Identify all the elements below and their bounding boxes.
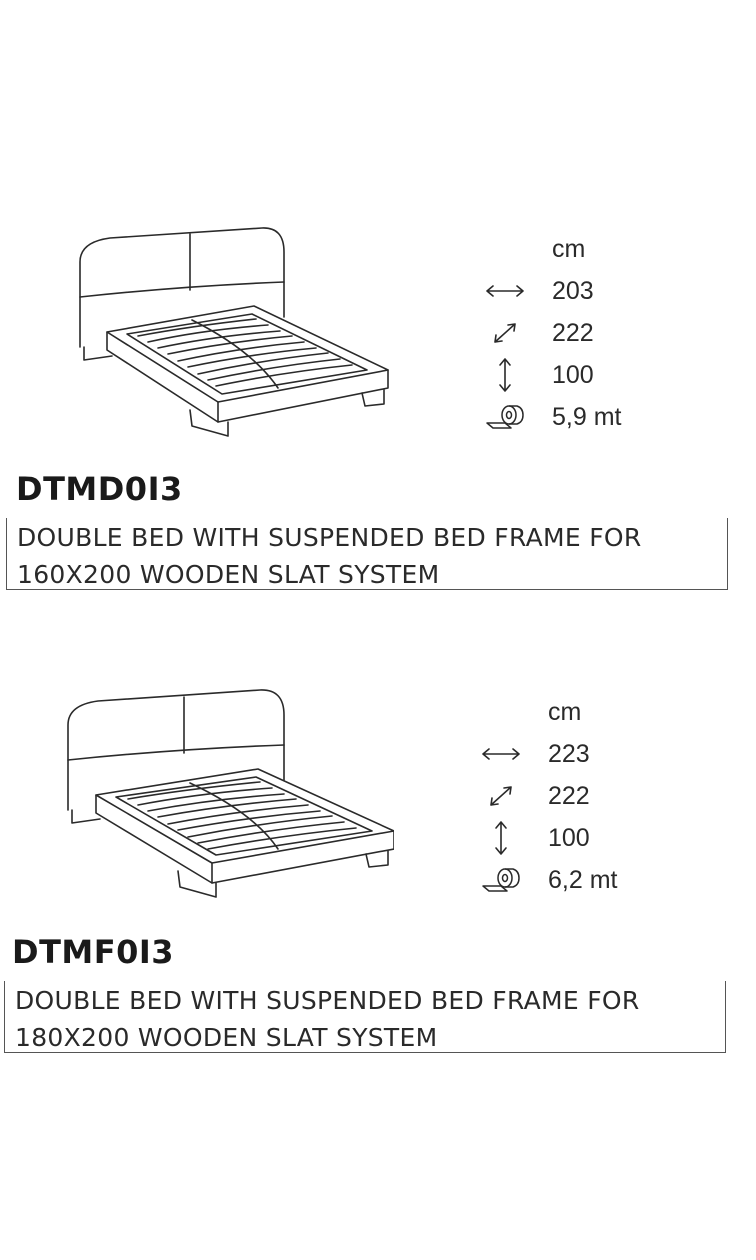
fabric-value: 6,2 mt bbox=[548, 865, 618, 894]
fabric-roll-icon bbox=[476, 864, 526, 896]
bed-illustration bbox=[67, 689, 394, 898]
dimension-depth: 222 bbox=[476, 775, 676, 817]
unit-label: cm bbox=[552, 234, 586, 263]
dimension-height: 100 bbox=[480, 354, 680, 396]
fabric-roll-icon bbox=[480, 401, 530, 433]
dimensions-list: cm 203 222 100 5,9 mt bbox=[480, 228, 680, 438]
depth-value: 222 bbox=[552, 318, 594, 347]
vertical-arrow-icon bbox=[476, 821, 526, 855]
diagonal-arrow-icon bbox=[476, 780, 526, 812]
dimension-height: 100 bbox=[476, 817, 676, 859]
width-value: 223 bbox=[548, 739, 590, 768]
height-value: 100 bbox=[548, 823, 590, 852]
diagonal-arrow-icon bbox=[480, 317, 530, 349]
product-description: DOUBLE BED WITH SUSPENDED BED FRAME FOR … bbox=[17, 523, 642, 589]
dimension-fabric: 6,2 mt bbox=[476, 859, 676, 901]
horizontal-arrow-icon bbox=[480, 275, 530, 307]
product-description: DOUBLE BED WITH SUSPENDED BED FRAME FOR … bbox=[15, 986, 640, 1052]
width-value: 203 bbox=[552, 276, 594, 305]
product-code: DTMD0I3 bbox=[16, 470, 183, 508]
depth-value: 222 bbox=[548, 781, 590, 810]
dimension-width: 203 bbox=[480, 270, 680, 312]
bed-illustration bbox=[79, 227, 389, 437]
horizontal-arrow-icon bbox=[476, 738, 526, 770]
dimension-depth: 222 bbox=[480, 312, 680, 354]
dimension-unit: cm bbox=[480, 228, 680, 270]
description-box: DOUBLE BED WITH SUSPENDED BED FRAME FOR … bbox=[6, 518, 728, 590]
vertical-arrow-icon bbox=[480, 358, 530, 392]
description-box: DOUBLE BED WITH SUSPENDED BED FRAME FOR … bbox=[4, 981, 726, 1053]
dimension-width: 223 bbox=[476, 733, 676, 775]
height-value: 100 bbox=[552, 360, 594, 389]
dimension-unit: cm bbox=[476, 691, 676, 733]
dimension-fabric: 5,9 mt bbox=[480, 396, 680, 438]
unit-label: cm bbox=[548, 697, 582, 726]
product-code: DTMF0I3 bbox=[12, 933, 175, 971]
fabric-value: 5,9 mt bbox=[552, 402, 622, 431]
dimensions-list: cm 223 222 100 6,2 mt bbox=[476, 691, 676, 901]
